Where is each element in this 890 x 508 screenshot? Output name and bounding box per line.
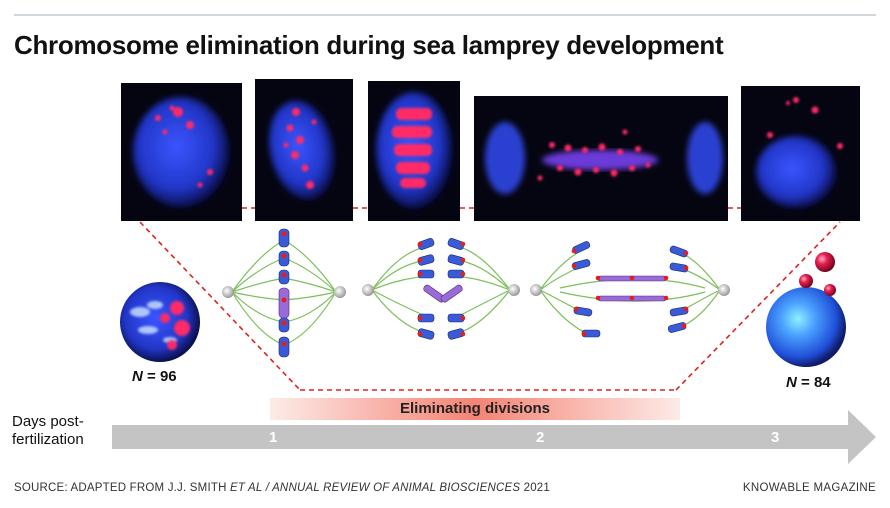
timeline-label: Days post- fertilization (12, 413, 112, 449)
micrograph-5 (741, 86, 860, 221)
day-tick-3: 3 (771, 429, 780, 446)
timeline-arrow (112, 410, 876, 464)
eliminating-divisions-band: Eliminating divisions (270, 398, 680, 420)
cell-before (120, 282, 200, 362)
top-rule (14, 14, 876, 16)
micrograph-2 (255, 79, 353, 221)
page-title: Chromosome elimination during sea lampre… (14, 30, 724, 60)
publisher-credit: KNOWABLE MAGAZINE (742, 482, 876, 494)
timeline-label-line-1: Days post- (12, 413, 84, 430)
source-credit: SOURCE: ADAPTED FROM J.J. SMITH ET AL / … (14, 482, 550, 494)
micrograph-1 (121, 83, 242, 221)
micrograph-3 (368, 81, 460, 221)
division-stage-3 (530, 241, 730, 338)
cell-after (766, 252, 846, 367)
chromosome-count-before: N = 96 (132, 368, 177, 385)
eliminating-divisions-label: Eliminating divisions (399, 400, 551, 417)
division-stage-1 (222, 228, 346, 358)
micrograph-4 (474, 96, 728, 221)
day-tick-2: 2 (536, 429, 545, 446)
day-tick-1: 1 (269, 429, 278, 446)
division-stage-2 (362, 238, 520, 340)
dashed-guide (139, 207, 841, 391)
timeline-label-line-2: fertilization (12, 431, 84, 448)
chromosome-count-after: N = 84 (786, 374, 831, 391)
